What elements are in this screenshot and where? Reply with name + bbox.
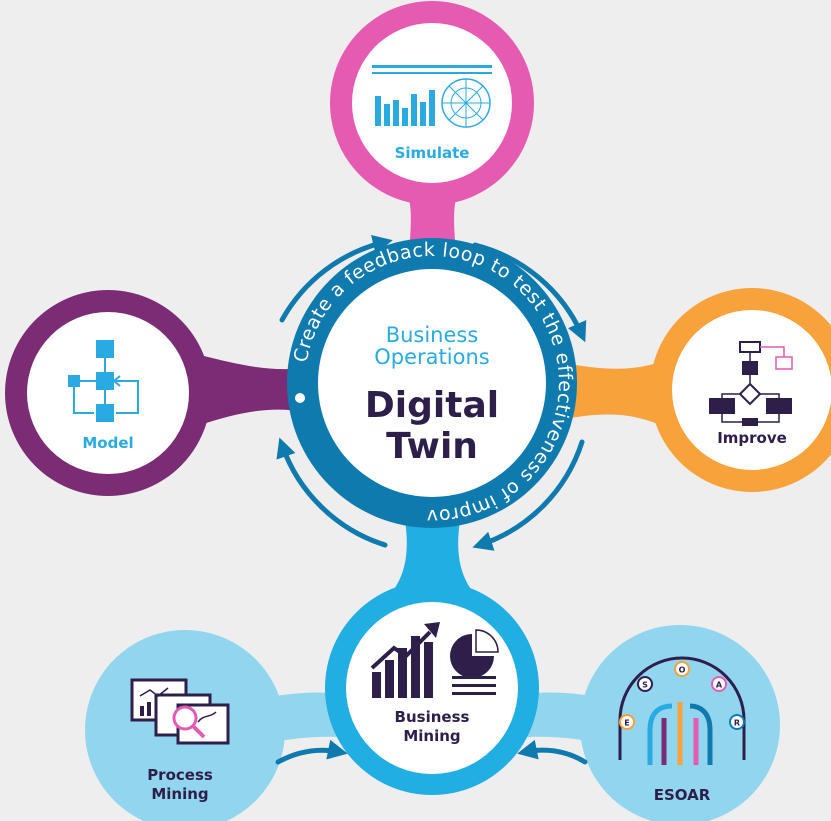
- simulate-label: Simulate: [395, 144, 470, 162]
- growth-chart-icon: [370, 622, 440, 698]
- esoar-letter-r: R: [734, 719, 740, 728]
- improve-branch: Improve: [560, 288, 831, 492]
- esoar-letter-e: E: [624, 719, 629, 728]
- arrow-top-left: [279, 235, 393, 323]
- flowchart-icon: [68, 340, 139, 422]
- arrow-from-esoar: [517, 739, 588, 765]
- process-mining-label-line1: Process: [147, 766, 213, 784]
- esoar-label: ESOAR: [654, 786, 711, 804]
- input-arrows: [275, 739, 588, 765]
- process-diagram-icon: [709, 341, 793, 426]
- arrow-from-process-mining: [275, 739, 348, 765]
- process-mining-label-line2: Mining: [151, 785, 208, 803]
- center-title-line1: Digital: [365, 385, 499, 426]
- esoar-letter-o: O: [679, 666, 686, 675]
- center-subtitle-line1: Business: [386, 323, 479, 347]
- business-mining-branch: Business Mining: [325, 581, 539, 795]
- simulate-branch: Simulate: [330, 1, 534, 240]
- arrow-top-right: [472, 242, 587, 343]
- esoar-letter-a: A: [716, 681, 723, 690]
- esoar-icon: E S O A R: [618, 656, 746, 765]
- esoar-letter-s: S: [642, 681, 648, 690]
- arrow-bottom-left: [276, 437, 388, 548]
- center-subtitle-line2: Operations: [374, 345, 489, 369]
- model-label: Model: [82, 434, 133, 452]
- improve-label: Improve: [717, 429, 787, 447]
- pie-chart-icon: [450, 629, 499, 695]
- business-mining-label-line2: Mining: [403, 727, 460, 745]
- improve-node[interactable]: [672, 310, 831, 470]
- simulate-icon: [372, 65, 492, 128]
- center-title-line2: Twin: [386, 426, 478, 467]
- business-mining-stem: [385, 520, 480, 600]
- ring-bullet-icon: [295, 393, 305, 403]
- center-disc[interactable]: [318, 269, 546, 497]
- arrow-bottom-right: [472, 439, 585, 551]
- business-mining-label-line1: Business: [395, 708, 470, 726]
- model-branch: Model: [5, 290, 305, 496]
- process-mining-icon: [130, 678, 230, 745]
- model-node[interactable]: [27, 312, 189, 474]
- feedback-arrows: [276, 235, 587, 551]
